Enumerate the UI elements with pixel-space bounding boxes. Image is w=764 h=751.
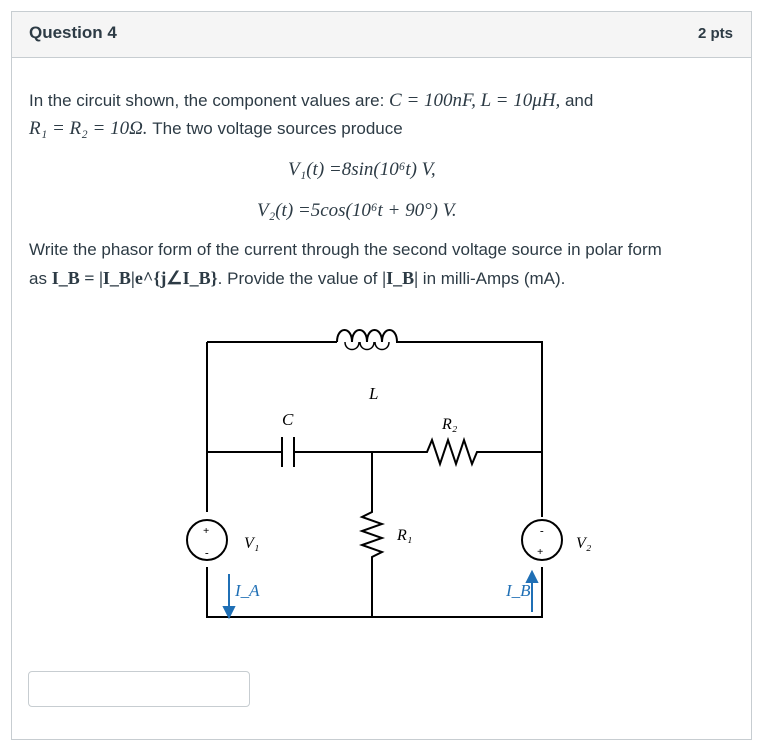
voltage-source-v1 [186, 519, 228, 561]
line2-rest: The two voltage sources produce [147, 119, 403, 138]
line1-values: C = 100nF, L = 10μH, [389, 90, 561, 111]
circuit-diagram: + - - + L C R₂ R₁ V₁ V₂ I_A I_B [186, 329, 592, 620]
question-card: Question 4 2 pts In the circuit shown, t… [11, 11, 752, 740]
equation-v2-text: V₂(t) =5cos(10⁶t + 90°) V. [257, 200, 457, 221]
label-v2: V₂ [576, 535, 592, 552]
answer-input[interactable] [28, 671, 250, 707]
v1-minus-sign: - [205, 547, 209, 559]
line1-prefix: In the circuit shown, the component valu… [29, 91, 390, 110]
label-r2: R₂ [441, 416, 458, 433]
inductor-symbol [336, 329, 407, 343]
label-c: C [282, 410, 294, 429]
text-line-2: R₁ = R₂ = 10Ω. The two voltage sources p… [29, 118, 403, 140]
label-ia: I_A [234, 581, 260, 600]
text-line-4: as I_B = |I_B|e^{j∠I_B}. Provide the val… [29, 268, 565, 289]
resistor-r2-symbol [417, 436, 542, 468]
line4-prefix: as [29, 269, 52, 288]
line4-suffix: in milli-Amps (mA). [418, 269, 566, 288]
label-v1: V₁ [244, 535, 259, 552]
inductor-loops [344, 341, 390, 351]
voltage-source-v2 [521, 519, 563, 561]
equation-v2: V₂(t) =5cos(10⁶t + 90°) V. [257, 200, 457, 222]
text-line-1: In the circuit shown, the component valu… [29, 90, 593, 112]
line2-resistors: R₁ = R₂ = 10Ω. [29, 118, 148, 139]
arrow-ia-head [222, 606, 236, 620]
wire-top-right [407, 341, 543, 452]
phasor-expression: I_B = |I_B|e^{j∠I_B} [51, 268, 218, 288]
label-ib: I_B [505, 581, 531, 600]
equation-v1: V₁(t) =8sin(10⁶t) V, [288, 159, 436, 181]
v2-minus-sign: - [540, 525, 544, 537]
wire-bottom [206, 567, 543, 618]
magnitude-expression: |I_B| [382, 268, 419, 288]
v1-plus-sign: + [203, 525, 209, 537]
question-title: Question 4 [29, 23, 117, 42]
line4-mid: . Provide the value of [217, 269, 383, 288]
v2-plus-sign: + [537, 546, 543, 558]
equation-v1-text: V₁(t) =8sin(10⁶t) V, [288, 159, 436, 180]
resistor-r1-symbol [358, 452, 386, 617]
label-l: L [368, 384, 378, 403]
question-header: Question 4 2 pts [12, 12, 751, 58]
label-r1: R₁ [396, 527, 412, 544]
text-line-3: Write the phasor form of the current thr… [29, 240, 662, 259]
line1-and: and [560, 91, 594, 110]
arrow-ib-head [525, 569, 539, 583]
question-points: 2 pts [697, 25, 733, 42]
